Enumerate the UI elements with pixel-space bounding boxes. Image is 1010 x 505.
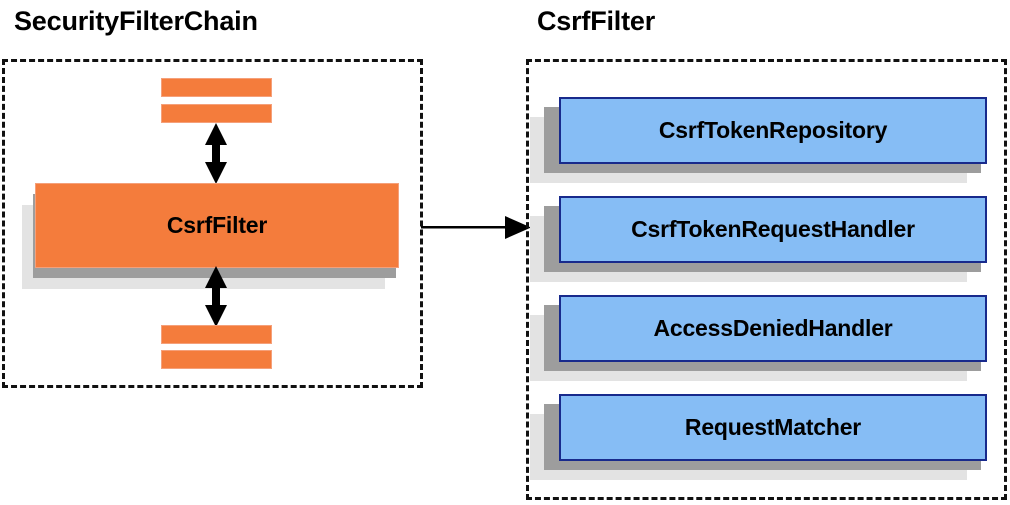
- node-label: CsrfFilter: [166, 212, 268, 238]
- node-face: AccessDeniedHandler: [559, 295, 987, 362]
- filter-stub-upper-2: [161, 104, 272, 123]
- node-csrf-token-request-handler[interactable]: CsrfTokenRequestHandler: [530, 196, 990, 282]
- filter-stub-upper-1: [161, 78, 272, 97]
- node-request-matcher[interactable]: RequestMatcher: [530, 394, 990, 480]
- node-label: CsrfTokenRequestHandler: [631, 216, 915, 242]
- page-title-security-filter-chain: SecurityFilterChain: [14, 6, 258, 36]
- csrf-filter-panel: [526, 59, 1007, 500]
- node-csrf-filter-main[interactable]: CsrfFilter: [22, 183, 412, 289]
- filter-stub-lower-2: [161, 350, 272, 369]
- connector-arrow-lower: [203, 266, 229, 327]
- node-access-denied-handler[interactable]: AccessDeniedHandler: [530, 295, 990, 381]
- node-face: RequestMatcher: [559, 394, 987, 461]
- node-label: AccessDeniedHandler: [653, 315, 893, 341]
- node-face: CsrfTokenRepository: [559, 97, 987, 164]
- node-label: RequestMatcher: [684, 414, 862, 440]
- filter-stub-lower-1: [161, 325, 272, 344]
- connector-arrow-cross-panel: [421, 215, 531, 241]
- node-csrf-token-repository[interactable]: CsrfTokenRepository: [530, 97, 990, 183]
- page-title-csrf-filter: CsrfFilter: [537, 6, 656, 36]
- node-face: CsrfTokenRequestHandler: [559, 196, 987, 263]
- connector-arrow-upper: [203, 123, 229, 184]
- node-face: CsrfFilter: [35, 183, 399, 268]
- security-filter-chain-panel: [2, 59, 423, 388]
- node-label: CsrfTokenRepository: [658, 117, 888, 143]
